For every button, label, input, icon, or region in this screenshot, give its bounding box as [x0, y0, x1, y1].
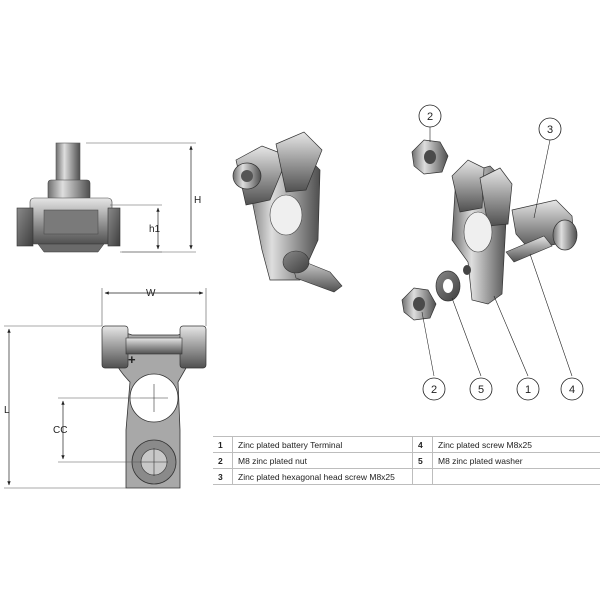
part-description: M8 zinc plated washer [432, 452, 600, 469]
top-view-right-nut [179, 325, 207, 369]
front-view [16, 142, 121, 253]
iso-clamp-arm-left [235, 145, 289, 206]
callout-1: 1 [516, 377, 540, 401]
iso-clamp-arm-right [275, 131, 323, 193]
part-description: Zinc plated screw M8x25 [432, 436, 600, 453]
front-clamp-inner [43, 209, 99, 235]
dimension-h1: h1 [110, 204, 162, 253]
table-row: 1 Zinc plated battery Terminal 4 Zinc pl… [213, 436, 600, 453]
part-number: 2 [213, 452, 233, 469]
exploded-washer-hole [443, 279, 453, 293]
table-row: 2 M8 zinc plated nut 5 M8 zinc plated wa… [213, 452, 600, 469]
front-right-nut [107, 207, 121, 247]
top-view-left-nut [101, 325, 129, 369]
part-number: 5 [412, 452, 433, 469]
svg-text:2: 2 [427, 111, 433, 123]
table-row: 3 Zinc plated hexagonal head screw M8x25 [213, 468, 600, 485]
svg-text:2: 2 [431, 384, 437, 396]
exploded-post-hole [463, 211, 493, 253]
exploded-screw-4 [505, 235, 553, 263]
dimension-h-label: H [194, 195, 201, 206]
part-description: M8 zinc plated nut [232, 452, 413, 469]
dimension-w-label: W [146, 288, 156, 299]
front-nut [47, 179, 91, 201]
dimension-cc: CC [53, 397, 140, 463]
svg-text:4: 4 [569, 384, 575, 396]
callouts: 2 3 2 5 1 4 [418, 104, 584, 401]
polarity-mark: + [128, 352, 136, 367]
top-view: + [101, 325, 207, 489]
parts-list-table: 1 Zinc plated battery Terminal 4 Zinc pl… [213, 436, 600, 485]
part-number [412, 468, 433, 485]
front-left-nut [16, 207, 34, 247]
iso-bottom-nut [282, 250, 310, 274]
part-description [432, 468, 600, 485]
part-number: 4 [412, 436, 433, 453]
exploded-screw-head-3-cap [552, 219, 578, 251]
dimension-h1-label: h1 [149, 224, 161, 235]
dimension-l-label: L [4, 405, 10, 416]
callout-3: 3 [538, 117, 562, 141]
svg-text:3: 3 [547, 124, 553, 136]
exploded-nut-bottom-hole [413, 297, 425, 311]
exploded-screw-hole [463, 265, 471, 275]
iso-post-hole [269, 194, 303, 236]
callout-4: 4 [560, 377, 584, 401]
dimension-w: W [101, 288, 207, 326]
callout-5: 5 [469, 377, 493, 401]
svg-text:1: 1 [525, 384, 531, 396]
part-description: Zinc plated hexagonal head screw M8x25 [232, 468, 413, 485]
front-base [37, 243, 105, 253]
callout-2-top: 2 [418, 104, 442, 128]
dimension-l: L [4, 325, 126, 489]
callout-2-bottom: 2 [422, 377, 446, 401]
dimension-cc-label: CC [53, 425, 67, 436]
exploded-nut-top-hole [424, 150, 436, 164]
iso-nut-hole [241, 170, 253, 182]
part-number: 1 [213, 436, 233, 453]
isometric-assembled-view [232, 131, 343, 293]
exploded-view [401, 127, 578, 377]
part-description: Zinc plated battery Terminal [232, 436, 413, 453]
top-view-bolt [125, 337, 183, 355]
svg-text:5: 5 [478, 384, 484, 396]
part-number: 3 [213, 468, 233, 485]
front-stud [55, 142, 81, 184]
